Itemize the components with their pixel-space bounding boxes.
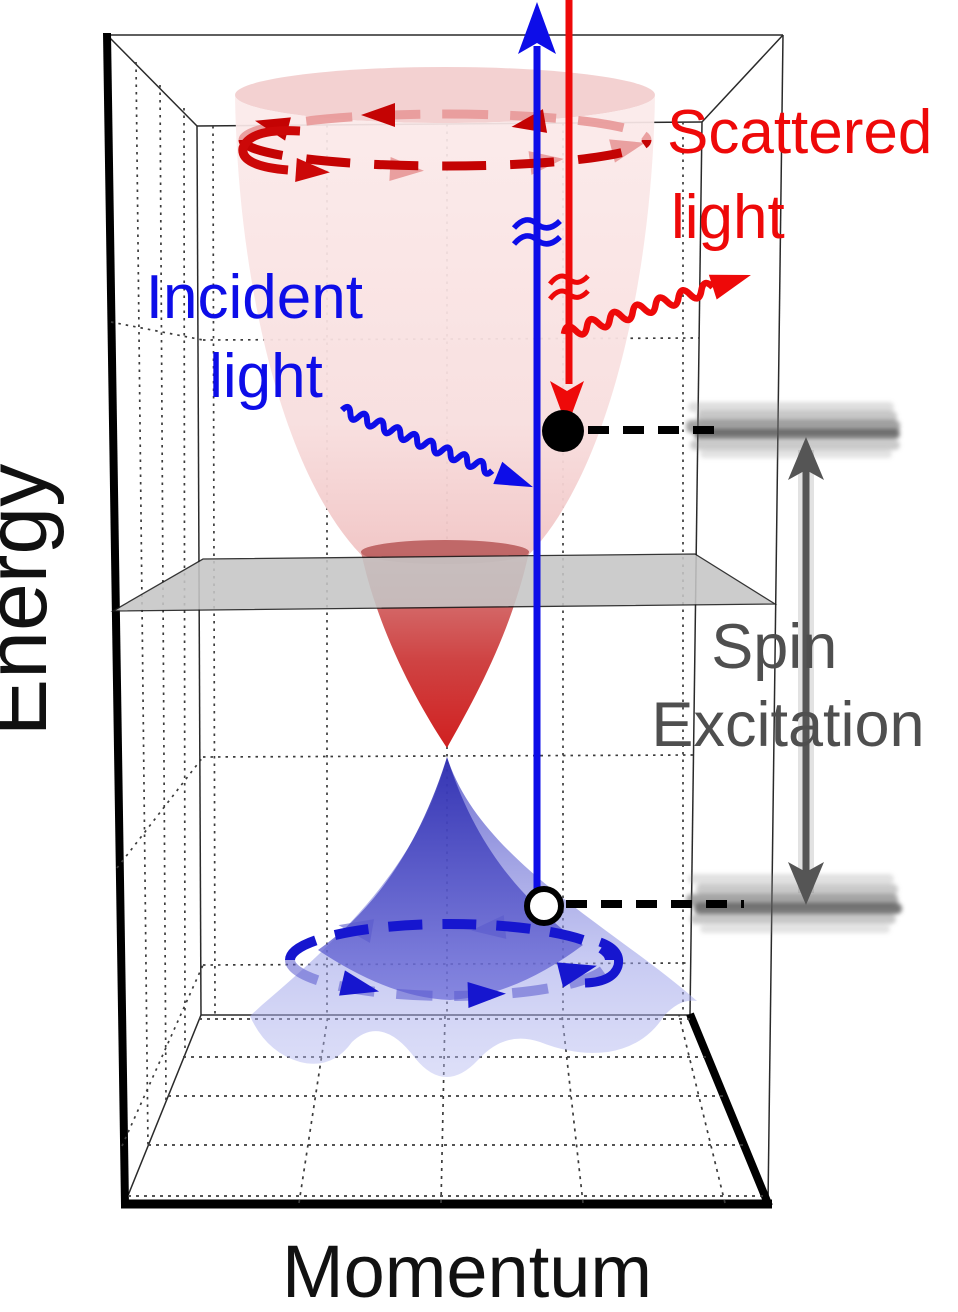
bar-layer bbox=[700, 450, 892, 458]
scattered-light-label: Scattered light bbox=[667, 98, 950, 252]
photon-wave bbox=[560, 279, 716, 338]
fermi-level-plane bbox=[110, 553, 778, 612]
energy-axis-label: Energy bbox=[0, 464, 65, 737]
lower-spin-texture-ring bbox=[285, 915, 624, 1008]
incident-photon-wavy-arrow bbox=[339, 403, 533, 488]
incident-light-line bbox=[511, 2, 562, 902]
bar-layer bbox=[688, 402, 894, 412]
scattered-light-label-line2: light bbox=[671, 183, 785, 252]
incident-light-label: Incident light bbox=[146, 263, 380, 411]
bar-layer bbox=[690, 440, 900, 450]
spin-arrow-icon bbox=[361, 103, 395, 127]
upper-cone-body bbox=[235, 95, 655, 566]
spin-excitation-label: Spin Excitation bbox=[651, 612, 924, 760]
bar-layer bbox=[700, 925, 890, 933]
momentum-axis-label: Momentum bbox=[282, 1230, 652, 1312]
blue-ring-back-arc bbox=[285, 959, 615, 1001]
bar-layer bbox=[697, 411, 897, 422]
arrow-right-icon bbox=[493, 461, 533, 488]
red-ring-back-arc bbox=[238, 138, 652, 171]
spin-arrow-icon bbox=[467, 982, 506, 1008]
spin-arrow-icon bbox=[295, 158, 330, 182]
break-tilde bbox=[548, 273, 590, 286]
arrow-down-icon bbox=[550, 381, 584, 427]
bar-layer bbox=[690, 914, 896, 924]
break-tilde bbox=[548, 288, 590, 301]
box-floor-left-diagonal bbox=[124, 1014, 202, 1204]
axis-break-icon bbox=[548, 273, 590, 301]
arrow-up-icon bbox=[518, 2, 556, 54]
lower-spin-level-bar bbox=[686, 874, 902, 933]
grid-floor-depth bbox=[678, 1014, 726, 1204]
red-ring-left-hook bbox=[238, 126, 301, 175]
upper-cone-opening bbox=[235, 67, 655, 123]
scattered-light-line bbox=[548, 0, 590, 427]
grid-depth-horizontal bbox=[116, 756, 204, 869]
grid-depth-horizontal bbox=[121, 964, 204, 1147]
spin-excitation-label-line1: Spin bbox=[711, 612, 837, 682]
bar-layer bbox=[694, 429, 900, 439]
spin-arrow-icon bbox=[556, 962, 597, 988]
grid-depth-vertical bbox=[135, 61, 149, 1148]
break-tilde bbox=[511, 217, 562, 231]
bar-layer bbox=[688, 874, 894, 884]
spin-excitation-arrow bbox=[788, 437, 824, 905]
spin-arrow-icon bbox=[339, 970, 380, 996]
grid-horizontal bbox=[202, 754, 694, 758]
arrow-down-icon bbox=[788, 862, 824, 905]
arrow-right-icon bbox=[708, 274, 751, 300]
box-floor-right-diagonal bbox=[686, 1012, 773, 1208]
scattered-light-label-line1: Scattered bbox=[667, 98, 932, 167]
scattered-photon-wavy-arrow bbox=[560, 274, 751, 338]
grid-depth-horizontal bbox=[110, 321, 204, 341]
axis-break-icon bbox=[511, 217, 562, 247]
lower-cone-dome bbox=[318, 757, 583, 1000]
break-tilde bbox=[511, 233, 562, 247]
box-front-right-edge bbox=[767, 34, 784, 1205]
box-top-right-diagonal bbox=[701, 34, 784, 123]
arrow-up-icon bbox=[788, 437, 824, 480]
incident-light-label-line1: Incident bbox=[146, 263, 363, 332]
blue-ring-right-hook bbox=[584, 937, 624, 988]
box-front-left-edge bbox=[103, 32, 129, 1206]
lower-band-cone bbox=[250, 757, 697, 1078]
bar-layer bbox=[694, 903, 902, 914]
blue-ring-front-arc bbox=[285, 919, 615, 961]
box-top-left-diagonal bbox=[106, 34, 198, 127]
bar-layer bbox=[696, 884, 898, 895]
upper-spin-level-bar bbox=[686, 402, 900, 458]
blue-ring-front-arrowheads bbox=[339, 962, 597, 1008]
spin-excitation-label-line2: Excitation bbox=[651, 690, 924, 760]
axes-box-thick-edges bbox=[103, 32, 773, 1209]
incident-light-label-line2: light bbox=[209, 342, 323, 411]
upper-state-dot bbox=[542, 410, 584, 452]
photon-wave bbox=[339, 403, 495, 477]
lower-state-dot bbox=[524, 886, 564, 926]
